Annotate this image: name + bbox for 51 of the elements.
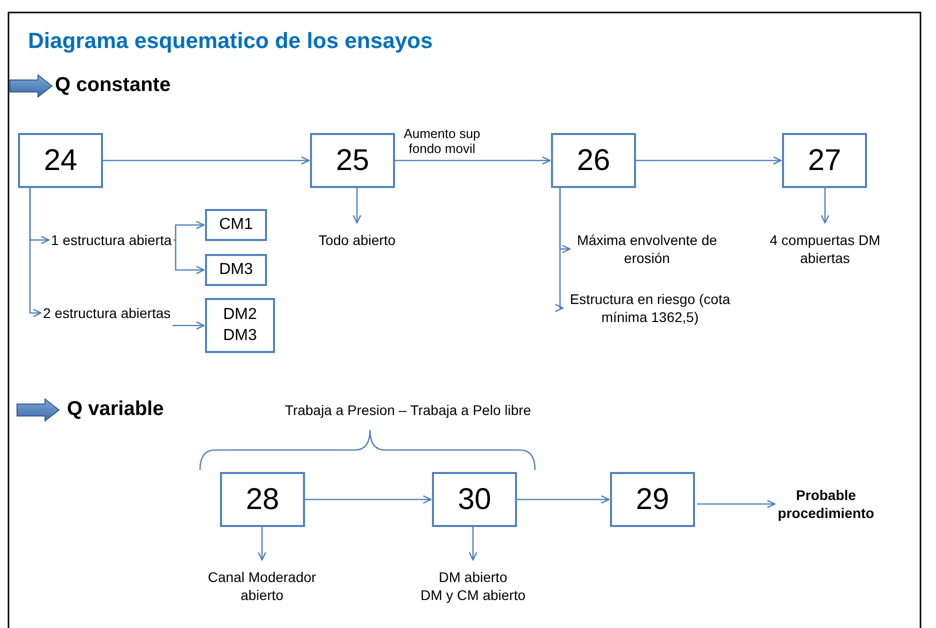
title: Diagrama esquematico de los ensayos bbox=[28, 28, 433, 54]
outcome-text: 1 estructura abierta bbox=[51, 231, 172, 249]
arrow bbox=[468, 527, 478, 561]
outcome-text: 2 estructura abiertas bbox=[43, 304, 171, 322]
outcome-text: Máxima envolvente de erosión bbox=[572, 231, 722, 267]
process-box bbox=[610, 472, 695, 527]
arrow bbox=[174, 239, 205, 274]
box-number: 28 bbox=[246, 484, 280, 514]
process-box bbox=[220, 472, 305, 527]
box-number: 30 bbox=[458, 484, 492, 514]
process-box bbox=[205, 254, 267, 286]
arrow bbox=[305, 495, 432, 504]
arrow bbox=[554, 188, 564, 312]
outcome-text: 4 compuertas DM abiertas bbox=[755, 231, 895, 267]
arrow bbox=[352, 188, 362, 224]
box-number: 27 bbox=[808, 146, 842, 176]
section-heading: Q variable bbox=[67, 398, 164, 421]
arrow bbox=[172, 321, 205, 330]
arrow bbox=[174, 220, 205, 241]
bracket-label: Trabaja a Presion – Trabaja a Pelo libre bbox=[284, 402, 532, 418]
arrow bbox=[29, 188, 42, 318]
arrow bbox=[258, 527, 266, 561]
edge-label: Aumento sup fondo movil bbox=[402, 126, 482, 156]
section-heading: Q constante bbox=[55, 74, 171, 97]
outcome-text: DM y CM abierto bbox=[420, 586, 526, 604]
process-box bbox=[205, 209, 267, 241]
box-label: DM2 bbox=[223, 304, 257, 325]
process-box bbox=[551, 133, 636, 188]
process-box bbox=[18, 133, 103, 188]
box-number: 24 bbox=[44, 146, 78, 176]
box-number: 25 bbox=[336, 146, 370, 176]
outcome-text: Canal Moderador abierto bbox=[192, 568, 332, 604]
box-label: DM3 bbox=[223, 326, 257, 346]
outcome-text: DM abierto bbox=[438, 568, 508, 586]
process-box bbox=[782, 133, 867, 188]
box-number: 29 bbox=[636, 484, 670, 514]
outcome-text: Todo abierto bbox=[318, 231, 396, 249]
arrow bbox=[103, 156, 310, 165]
arrow bbox=[636, 156, 782, 165]
arrow bbox=[517, 495, 610, 504]
arrow bbox=[697, 500, 776, 508]
process-box bbox=[310, 133, 395, 188]
arrow bbox=[820, 188, 830, 224]
process-box bbox=[432, 472, 517, 527]
box-label: DM3 bbox=[219, 260, 253, 280]
outcome-text: Estructura en riesgo (cota mínima 1362,5) bbox=[565, 290, 735, 326]
process-box bbox=[205, 298, 275, 353]
outcome-text: Probable procedimiento bbox=[776, 486, 876, 522]
box-number: 26 bbox=[576, 146, 610, 176]
box-label: CM1 bbox=[219, 214, 253, 235]
arrow bbox=[395, 156, 551, 165]
